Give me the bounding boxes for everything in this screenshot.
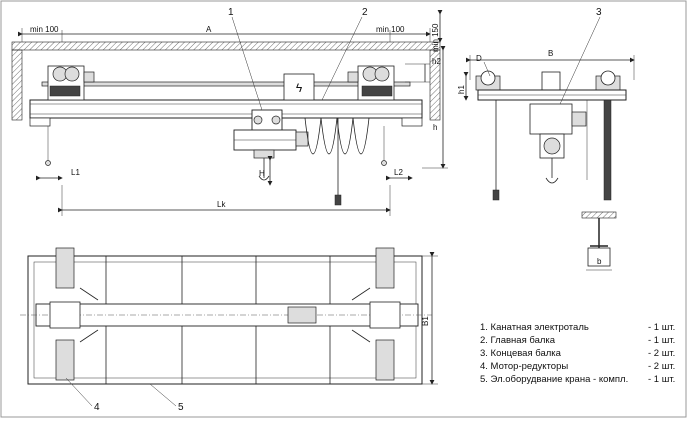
- legend-item-3-qty: - 2 шт.: [648, 348, 675, 359]
- rail-detail: b: [581, 211, 617, 271]
- dim-lk: Lk: [217, 200, 226, 209]
- legend-item-5-name: 5. Эл.оборудвание крана - компл.: [480, 374, 628, 385]
- dim-h1: h1: [457, 85, 466, 94]
- legend: 1. Канатная электроталь - 1 шт. 2. Главн…: [480, 322, 675, 385]
- dim-l2: L2: [394, 168, 403, 177]
- legend-item-4-qty: - 2 шт.: [648, 361, 675, 372]
- dim-b-upper: B: [548, 49, 553, 58]
- callout-4: 4: [94, 402, 100, 413]
- legend-item-3-name: 3. Концевая балка: [480, 348, 562, 359]
- callout-5: 5: [178, 402, 184, 413]
- front-view: ϟ: [11, 7, 448, 216]
- dim-l1: L1: [71, 168, 80, 177]
- dim-min-right: min 100: [376, 25, 405, 34]
- dim-b1: B1: [421, 316, 430, 326]
- legend-item-2-name: 2. Главная балка: [480, 335, 556, 346]
- callout-2: 2: [362, 7, 368, 18]
- legend-item-5-qty: - 1 шт.: [648, 374, 675, 385]
- dim-min-left: min 100: [30, 25, 59, 34]
- dim-rail-b: b: [597, 257, 602, 266]
- side-view: 3 B D: [463, 7, 635, 201]
- callout-1: 1: [228, 7, 234, 18]
- legend-item-1-qty: - 1 шт.: [648, 322, 675, 333]
- dim-min-top: min 150: [431, 23, 440, 52]
- dim-hoist-h: H: [259, 169, 265, 178]
- voltage-symbol: ϟ: [296, 81, 303, 95]
- dim-a: A: [206, 25, 212, 34]
- dim-d: D: [476, 54, 482, 63]
- plan-view: 4 5: [20, 247, 438, 413]
- callout-3: 3: [596, 7, 602, 18]
- dim-h: h: [433, 123, 437, 132]
- dim-h2: h2: [432, 57, 441, 66]
- legend-item-1-name: 1. Канатная электроталь: [480, 322, 589, 333]
- legend-item-2-qty: - 1 шт.: [648, 335, 675, 346]
- legend-item-4-name: 4. Мотор-редукторы: [480, 361, 568, 372]
